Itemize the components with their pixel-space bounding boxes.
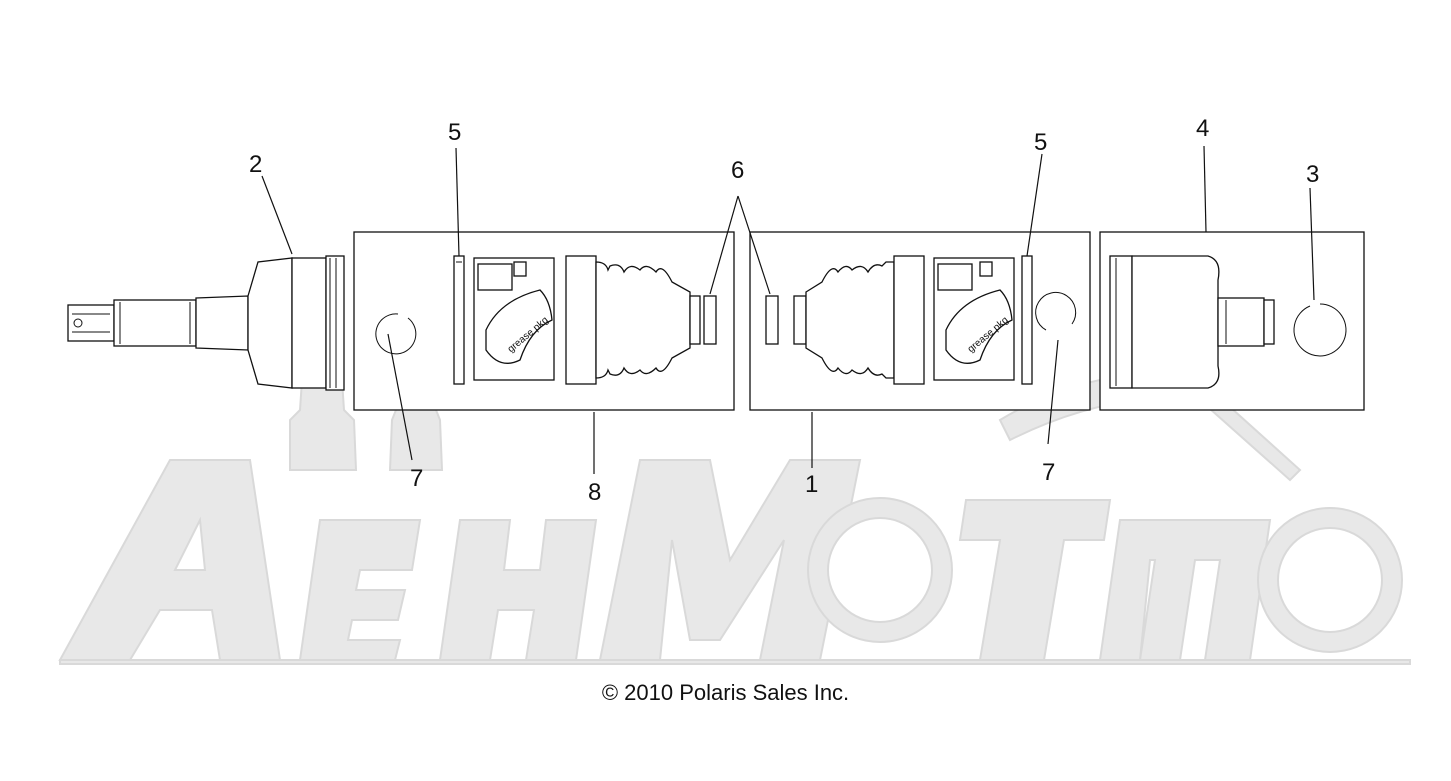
callout-3: 3: [1306, 161, 1319, 188]
grease-packet-left: grease pkg: [473, 257, 555, 381]
watermark-letter-a: [58, 459, 282, 661]
cv-boot-right: [793, 255, 925, 385]
cv-boot-left: [565, 255, 701, 385]
watermark-ground-line: [59, 659, 1411, 665]
stub-shaft-spline: [113, 299, 197, 347]
boot-kit-inner: grease pkg: [749, 231, 1091, 411]
inner-cv-housing: [1131, 255, 1220, 389]
outer-cv-joint: [67, 255, 345, 391]
cv-housing-ring: [325, 255, 345, 391]
callout-6: 6: [731, 157, 744, 184]
stub-shaft-tip: [67, 304, 115, 342]
stub-shaft-neck: [195, 295, 249, 351]
boot-clamp-large-right: [1021, 255, 1033, 385]
watermark: [58, 249, 1411, 665]
callout-4: 4: [1196, 115, 1209, 142]
watermark-letter-m2: [1098, 519, 1272, 661]
retaining-ring-right: [1035, 291, 1077, 331]
retaining-ring-left: [375, 313, 417, 355]
callout-8: 8: [588, 479, 601, 506]
inner-cv-stub: [1217, 297, 1265, 347]
cv-housing-body: [291, 257, 327, 389]
callout-5-right: 5: [1034, 129, 1047, 156]
boot-kit-outer: grease pkg: [353, 231, 735, 411]
callout-1: 1: [805, 471, 818, 498]
grease-packet-right: grease pkg: [933, 257, 1015, 381]
watermark-letter-t: [958, 499, 1112, 661]
callout-7-left: 7: [410, 465, 423, 492]
cv-housing-outer: [247, 257, 293, 389]
callout-2: 2: [249, 151, 262, 178]
callout-5-left: 5: [448, 119, 461, 146]
boot-clamp-small-right: [765, 295, 779, 345]
inner-cv-joint-box: [1099, 231, 1365, 411]
watermark-letter-n: [438, 519, 598, 661]
callout-7-right: 7: [1042, 459, 1055, 486]
watermark-letter-e: [298, 519, 422, 661]
copyright-notice: © 2010 Polaris Sales Inc.: [601, 680, 850, 705]
leader-lines: [261, 145, 1315, 474]
inner-cv-spline: [1263, 299, 1275, 345]
inner-cv-ring: [1109, 255, 1133, 389]
boot-clamp-small-left: [703, 295, 717, 345]
boot-clamp-large-left: [453, 255, 465, 385]
callouts: 2 5 6 5 4 3 7 8 1 7: [249, 115, 1319, 506]
circlip: [1293, 303, 1347, 357]
